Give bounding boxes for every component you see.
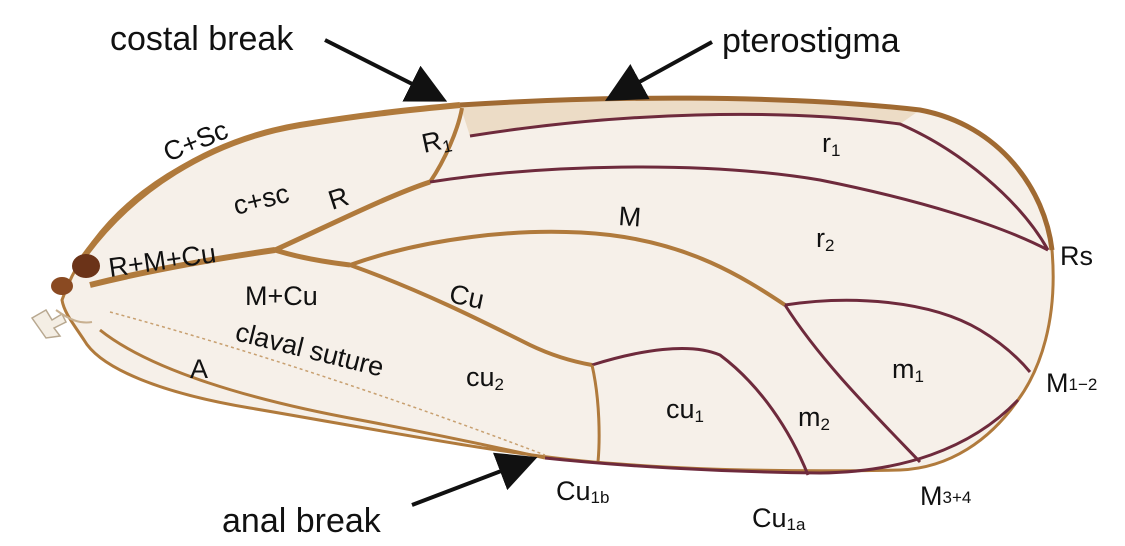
cell-label-m2-main: m bbox=[798, 402, 821, 432]
vein-label-rs: Rs bbox=[1060, 241, 1093, 271]
cell-label-cu2-sub: 2 bbox=[495, 375, 504, 394]
vein-label-cu1a: Cu1a bbox=[752, 503, 806, 534]
vein-label-m3-4-main: M bbox=[920, 481, 943, 511]
vein-label-cu1b-main: Cu bbox=[556, 476, 591, 506]
cell-label-r1-sub: 1 bbox=[831, 141, 840, 160]
anal-break-label: anal break bbox=[222, 502, 382, 540]
vein-label-cu1a-main: Cu bbox=[752, 503, 787, 533]
vein-label-cu1a-sub: 1a bbox=[787, 515, 806, 534]
anal-break-arrow bbox=[412, 460, 530, 505]
vein-label-m-cu: M+Cu bbox=[245, 281, 318, 311]
cell-label-cu1-main: cu bbox=[666, 394, 695, 424]
cell-label-r1-main: r bbox=[822, 128, 831, 158]
cell-label-m2-sub: 2 bbox=[821, 415, 830, 434]
cell-label-cu2-main: cu bbox=[466, 362, 495, 392]
cell-label-m1-sub: 1 bbox=[915, 367, 924, 386]
vein-label-m: M bbox=[618, 201, 643, 232]
vein-label-cu1b-sub: 1b bbox=[591, 488, 610, 507]
costal-break-arrow bbox=[325, 40, 440, 98]
vein-label-m1-2: M1−2 bbox=[1046, 368, 1097, 398]
cell-label-r2-sub: 2 bbox=[825, 236, 834, 255]
pterostigma-label: pterostigma bbox=[722, 22, 900, 60]
vein-label-m1-2-main: M bbox=[1046, 368, 1069, 398]
vein-label-m3-4-sub: 3+4 bbox=[943, 488, 972, 507]
cell-label-m1-main: m bbox=[892, 354, 915, 384]
vein-label-a: A bbox=[190, 354, 208, 384]
cell-label-cu1-sub: 1 bbox=[695, 407, 704, 426]
vein-label-m1-2-sub: 1−2 bbox=[1069, 375, 1098, 394]
pterostigma-arrow bbox=[612, 42, 712, 97]
cell-label-r2-main: r bbox=[816, 223, 825, 253]
costal-break-label: costal break bbox=[110, 20, 294, 58]
vein-label-cu1b: Cu1b bbox=[556, 476, 609, 507]
vein-label-m3-4: M3+4 bbox=[920, 481, 971, 511]
